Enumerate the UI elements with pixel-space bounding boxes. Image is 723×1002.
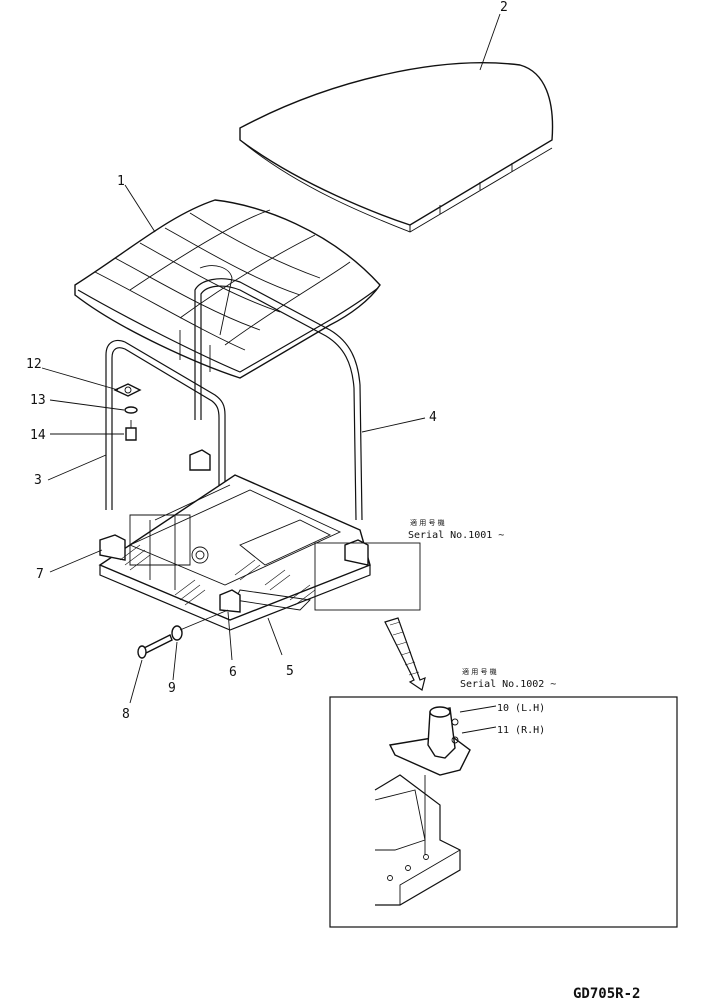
washer-part-13 <box>124 406 138 414</box>
callout-13: 13 <box>30 393 46 408</box>
callout-10: 10 (L.H) <box>497 703 545 714</box>
callout-7: 7 <box>36 567 44 582</box>
callout-14: 14 <box>30 428 46 443</box>
bolt-part-14 <box>125 420 137 441</box>
serial-1001-box <box>314 542 421 611</box>
detail-inset: 10 (L.H) 11 (R.H) <box>329 696 678 928</box>
canopy-roof-panel <box>239 62 554 233</box>
hatch-pattern <box>119 544 316 606</box>
serial-1002-jp: 適 用 号 機 <box>462 667 497 676</box>
serial-note-1001: 適 用 号 機 Serial No.1001 ~ <box>314 518 504 611</box>
callout-11: 11 (R.H) <box>497 725 545 736</box>
leader-lines <box>41 13 501 704</box>
callout-12: 12 <box>26 357 42 372</box>
serial-note-1002: 適 用 号 機 Serial No.1002 ~ <box>460 667 556 690</box>
right-roll-bar <box>194 278 363 521</box>
serial-1001-jp: 適 用 号 機 <box>410 518 445 527</box>
floor-base-frame <box>98 449 371 631</box>
callout-9: 9 <box>168 681 176 696</box>
callout-4: 4 <box>429 410 437 425</box>
bolt-part-8 <box>137 634 173 659</box>
washer-part-9 <box>171 625 183 641</box>
serial-1001-text: Serial No.1001 ~ <box>408 530 504 541</box>
clamp-part-12 <box>113 383 142 397</box>
roof-grid-frame <box>74 199 381 379</box>
detail-arrow <box>384 617 426 691</box>
callout-8: 8 <box>122 707 130 722</box>
callout-2: 2 <box>500 0 508 15</box>
detail-inset-frame <box>329 696 678 928</box>
left-roll-bar <box>105 339 226 570</box>
callout-3: 3 <box>34 473 42 488</box>
serial-1002-text: Serial No.1002 ~ <box>460 679 556 690</box>
callout-numbers: 2 1 12 13 14 3 4 7 5 6 8 9 <box>26 0 508 722</box>
callout-5: 5 <box>286 664 294 679</box>
callout-6: 6 <box>229 665 237 680</box>
callout-1: 1 <box>117 174 125 189</box>
drawing-code: GD705R-2 <box>573 986 640 1002</box>
